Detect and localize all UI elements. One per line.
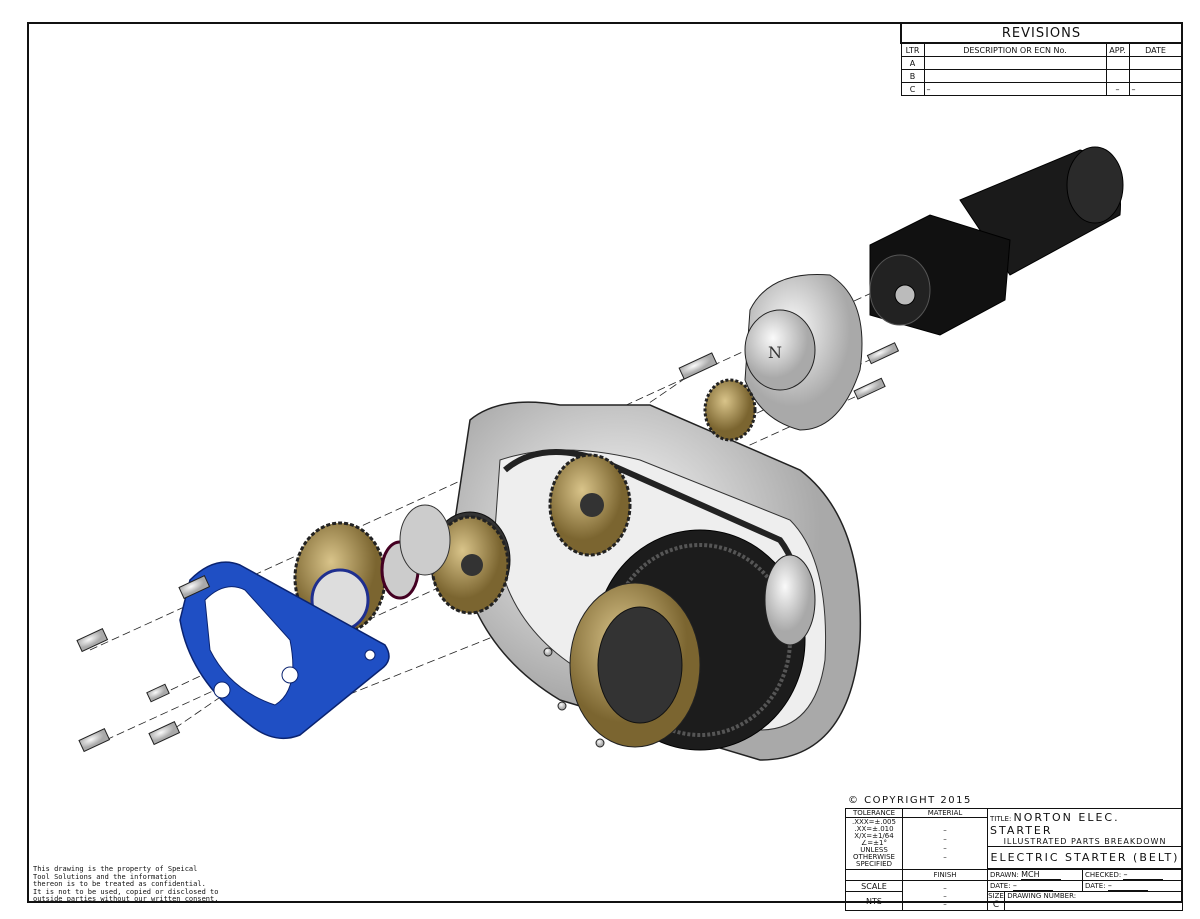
material-label: MATERIAL bbox=[902, 808, 988, 818]
checked-date: – bbox=[1107, 881, 1148, 891]
material-value: – bbox=[943, 825, 947, 834]
tolerance-note: SPECIFIED bbox=[856, 860, 892, 868]
copyright: © COPYRIGHT 2015 bbox=[848, 795, 972, 806]
date-label: DATE: bbox=[990, 882, 1011, 890]
scale-label: SCALE bbox=[845, 880, 903, 892]
material-value: – bbox=[943, 852, 947, 861]
col-ltr: LTR bbox=[900, 42, 925, 57]
title-line1: NORTON ELEC. STARTER bbox=[990, 811, 1120, 837]
drawing-border bbox=[27, 22, 1183, 903]
tolerance-value: X/X=±1/64 bbox=[854, 832, 894, 840]
revision-row: A bbox=[900, 56, 1183, 70]
checked-label: CHECKED: bbox=[1085, 871, 1122, 879]
starter-cover: N bbox=[744, 273, 863, 431]
checked-date-field: DATE: – bbox=[1082, 880, 1183, 892]
finish-value: – bbox=[943, 899, 947, 908]
svg-text:N: N bbox=[768, 343, 782, 362]
drawn-field: DRAWN: MCH bbox=[987, 869, 1083, 881]
finish-value: – bbox=[943, 891, 947, 900]
tolerance-note: OTHERWISE bbox=[853, 853, 895, 861]
col-description: DESCRIPTION OR ECN No. bbox=[923, 42, 1107, 57]
tolerance-label: TOLERANCE bbox=[845, 808, 903, 818]
material-value: – bbox=[943, 834, 947, 843]
gears bbox=[293, 378, 757, 635]
ring-plate bbox=[569, 582, 701, 748]
material-value: – bbox=[943, 843, 947, 852]
size-value: C bbox=[992, 900, 1000, 910]
confidentiality-notice: This drawing is the property of Speical … bbox=[33, 865, 219, 903]
bolts bbox=[76, 342, 900, 753]
drawn-label: DRAWN: bbox=[990, 871, 1019, 879]
title-block: TOLERANCE MATERIAL TITLE: NORTON ELEC. S… bbox=[845, 808, 1183, 911]
checked-value: – bbox=[1123, 870, 1164, 880]
checked-field: CHECKED: – bbox=[1082, 869, 1183, 881]
tolerance-value: .XXX=±.005 bbox=[852, 818, 896, 826]
blank bbox=[845, 869, 903, 881]
revision-row: B bbox=[900, 69, 1183, 83]
starter-motor bbox=[869, 146, 1124, 336]
scale-value: NTS bbox=[845, 891, 903, 911]
title-label: TITLE: bbox=[990, 815, 1012, 823]
drawn-value: MCH bbox=[1021, 870, 1062, 880]
tolerance-note: UNLESS bbox=[860, 846, 888, 854]
tolerance-value: .XX=±.010 bbox=[854, 825, 894, 833]
drawn-date-field: DATE: – bbox=[987, 880, 1083, 892]
drawing-subtitle: ELECTRIC STARTER (BELT) bbox=[987, 846, 1183, 869]
title-line2: ILLUSTRATED PARTS BREAKDOWN bbox=[1003, 837, 1167, 846]
size-label: SIZE bbox=[988, 892, 1004, 900]
revision-row: C––– bbox=[900, 82, 1183, 96]
mounting-bracket bbox=[179, 561, 390, 740]
drawing-number-label: DRAWING NUMBER: bbox=[1007, 892, 1077, 900]
col-date: DATE bbox=[1128, 42, 1183, 57]
revisions-table: REVISIONS LTR DESCRIPTION OR ECN No. APP… bbox=[900, 22, 1183, 96]
revisions-title: REVISIONS bbox=[900, 22, 1183, 44]
date-label: DATE: bbox=[1085, 882, 1106, 890]
drawn-date: – bbox=[1012, 881, 1053, 891]
col-app: APP. bbox=[1105, 42, 1130, 57]
tolerance-value: ∠=±1° bbox=[861, 839, 887, 847]
finish-label: FINISH bbox=[902, 869, 988, 881]
finish-value: – bbox=[943, 883, 947, 892]
